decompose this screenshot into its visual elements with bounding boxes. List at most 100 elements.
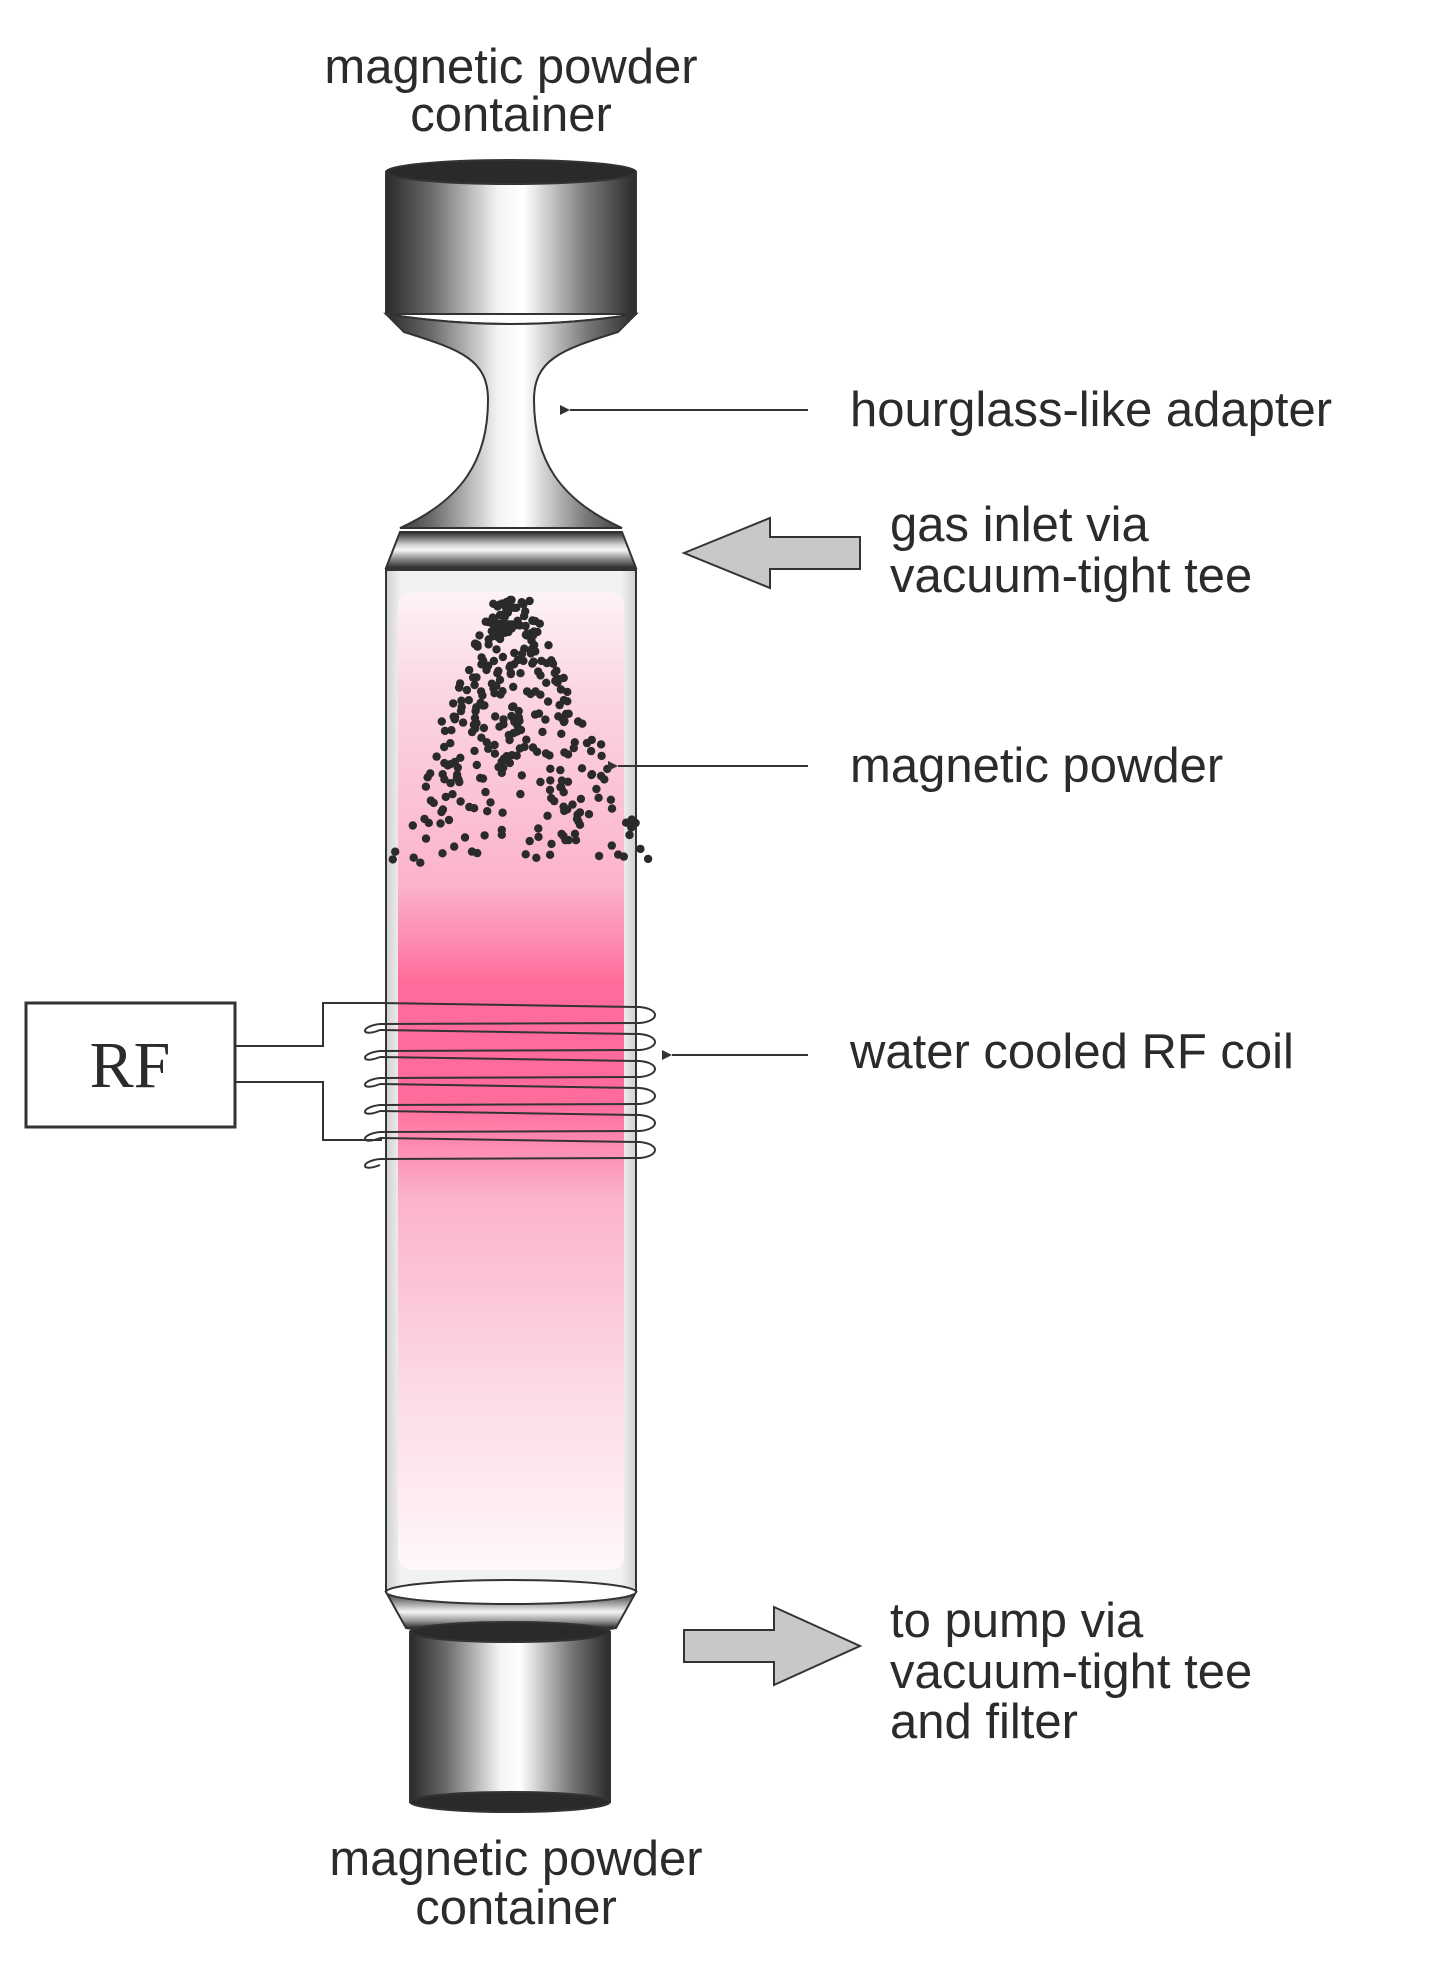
powder-particle bbox=[490, 740, 499, 750]
powder-particle bbox=[501, 602, 510, 611]
powder-particle bbox=[491, 712, 500, 721]
powder-particle bbox=[559, 717, 569, 727]
coil-turn bbox=[364, 1002, 656, 1034]
powder-particle bbox=[464, 696, 473, 705]
powder-particle bbox=[388, 855, 397, 864]
powder-particle bbox=[512, 727, 522, 736]
powder-particle bbox=[462, 685, 472, 695]
powder-particle bbox=[625, 830, 634, 840]
powder-particle bbox=[619, 852, 628, 861]
powder-particle bbox=[441, 792, 450, 802]
powder-particle bbox=[538, 727, 547, 737]
powder-particle bbox=[564, 709, 573, 718]
powder-particle bbox=[547, 839, 556, 849]
powder-particle bbox=[449, 699, 458, 708]
powder-particle bbox=[487, 627, 496, 636]
powder-particle bbox=[453, 763, 462, 772]
powder-particle bbox=[553, 678, 562, 687]
powder-particle bbox=[493, 669, 502, 678]
powder-particle bbox=[606, 795, 616, 804]
powder-particle bbox=[528, 659, 537, 668]
pump-label-line2: vacuum-tight tee bbox=[890, 1645, 1252, 1699]
powder-particle bbox=[504, 730, 513, 740]
powder-particle bbox=[547, 656, 556, 665]
powder-particle bbox=[472, 673, 481, 682]
powder-particle bbox=[528, 616, 537, 625]
powder-particle bbox=[550, 668, 559, 678]
powder-particle bbox=[520, 742, 529, 752]
magnetic-powder-particles bbox=[388, 595, 653, 867]
powder-particle bbox=[571, 836, 581, 845]
powder-particle bbox=[521, 607, 530, 616]
powder-particle bbox=[440, 758, 449, 768]
powder-particle bbox=[481, 787, 490, 797]
powder-particle bbox=[563, 687, 572, 697]
powder-particle bbox=[458, 718, 468, 727]
hourglass-adapter bbox=[383, 312, 639, 529]
powder-particle bbox=[570, 829, 580, 838]
powder-particle bbox=[478, 701, 487, 710]
powder-particle bbox=[574, 817, 583, 826]
powder-particle bbox=[488, 613, 497, 622]
powder-particle bbox=[499, 720, 508, 729]
powder-particle bbox=[513, 655, 522, 665]
powder-particle bbox=[440, 775, 449, 784]
powder-particle bbox=[506, 595, 515, 605]
powder-particle bbox=[446, 779, 455, 788]
powder-particle bbox=[576, 794, 586, 804]
powder-particle bbox=[456, 797, 465, 806]
powder-particle bbox=[568, 800, 577, 809]
gas-inlet-label-line1: gas inlet via bbox=[890, 498, 1150, 552]
powder-particle bbox=[536, 777, 545, 787]
powder-particle bbox=[575, 808, 585, 817]
powder-particle bbox=[499, 763, 508, 773]
pump-outlet-arrow bbox=[683, 1605, 863, 1687]
powder-particle bbox=[621, 818, 631, 827]
powder-particle bbox=[457, 696, 466, 705]
rf-box bbox=[24, 1001, 237, 1129]
powder-particle bbox=[437, 717, 446, 726]
powder-particle bbox=[546, 764, 555, 773]
powder-particle bbox=[421, 782, 431, 791]
powder-particle bbox=[450, 712, 460, 722]
powder-particle bbox=[547, 793, 556, 803]
powder-particle bbox=[522, 735, 531, 744]
top-container-label-line1: magnetic powder bbox=[324, 40, 697, 94]
top-container-label-line2: container bbox=[410, 88, 612, 142]
powder-particle bbox=[534, 832, 543, 842]
powder-particle bbox=[587, 735, 596, 745]
powder-particle bbox=[586, 746, 596, 756]
powder-particle bbox=[525, 836, 534, 846]
powder-particle bbox=[421, 834, 431, 843]
tube-bottom-cap bbox=[384, 1579, 638, 1638]
powder-particle bbox=[478, 691, 487, 700]
powder-particle bbox=[594, 793, 603, 802]
powder-particle bbox=[526, 689, 535, 699]
powder-particle bbox=[556, 765, 565, 775]
powder-particle bbox=[577, 764, 587, 773]
powder-particle bbox=[472, 760, 481, 770]
coil-turn bbox=[364, 1083, 656, 1115]
powder-particle bbox=[477, 660, 486, 669]
powder-particle bbox=[446, 739, 455, 748]
powder-particle bbox=[545, 850, 555, 859]
powder-particle bbox=[447, 726, 456, 735]
powder-particle bbox=[534, 824, 543, 833]
coil-label: water cooled RF coil bbox=[849, 1025, 1294, 1079]
powder-particle bbox=[440, 742, 449, 752]
powder-particle bbox=[517, 771, 526, 780]
powder-particle bbox=[505, 758, 514, 768]
powder-particle bbox=[454, 683, 464, 692]
powder-particle bbox=[519, 600, 528, 609]
powder-particle bbox=[543, 697, 553, 706]
powder-particle bbox=[479, 723, 489, 733]
powder-particle bbox=[495, 675, 505, 685]
powder-particle bbox=[475, 631, 484, 640]
powder-particle bbox=[465, 665, 474, 675]
powder-particle bbox=[493, 633, 503, 642]
bottom-container bbox=[409, 1621, 611, 1813]
adapter-label: hourglass-like adapter bbox=[850, 383, 1332, 437]
powder-particle bbox=[546, 776, 555, 785]
powder-particle bbox=[534, 667, 543, 676]
